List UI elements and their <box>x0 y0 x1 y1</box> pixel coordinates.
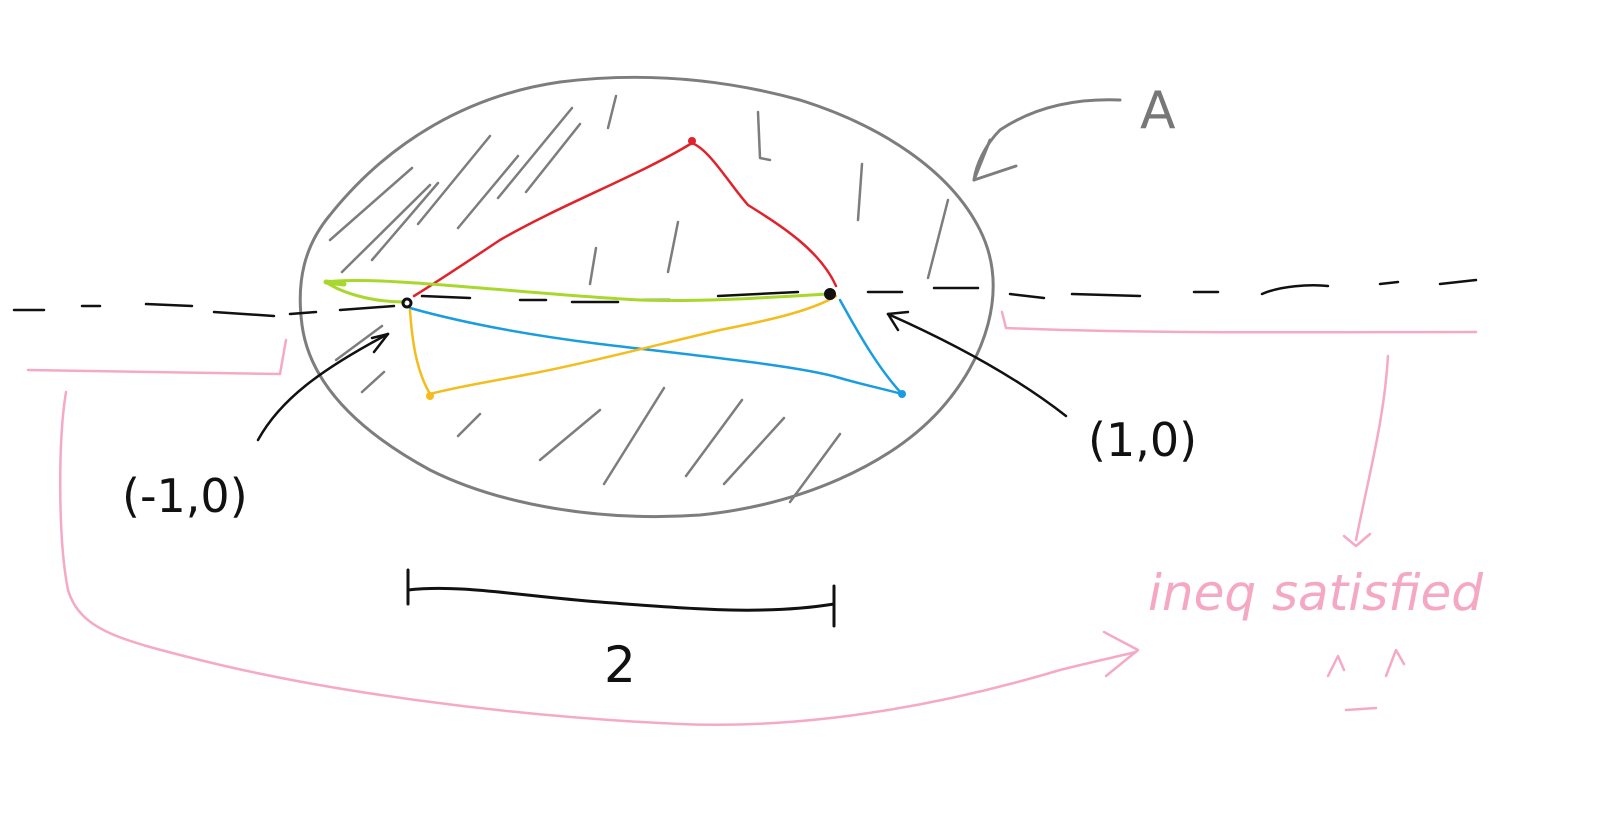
blue-path <box>408 298 904 396</box>
arrow-to-left-point-icon <box>256 332 390 442</box>
point-left <box>401 297 413 309</box>
blue-path-vertex <box>898 390 906 398</box>
pink-annotation <box>26 310 1478 727</box>
label-set-a: A <box>1140 81 1176 141</box>
distance-bracket <box>406 568 836 628</box>
label-left-point: (-1,0) <box>122 469 248 523</box>
green-path <box>324 279 830 304</box>
yellow-path-vertex <box>426 392 434 400</box>
arrow-to-set-icon <box>972 98 1122 182</box>
green-path-head <box>323 279 347 287</box>
arrow-to-right-point-icon <box>886 310 1068 418</box>
label-right-point: (1,0) <box>1088 413 1197 467</box>
point-right <box>824 288 836 300</box>
yellow-path <box>408 294 838 396</box>
label-conclusion: ineq satisfied <box>1148 564 1483 622</box>
label-distance: 2 <box>604 636 636 694</box>
region-a-outline <box>298 75 995 518</box>
red-path-vertex <box>688 137 696 145</box>
region-hatching <box>328 94 950 504</box>
red-path <box>412 141 838 298</box>
